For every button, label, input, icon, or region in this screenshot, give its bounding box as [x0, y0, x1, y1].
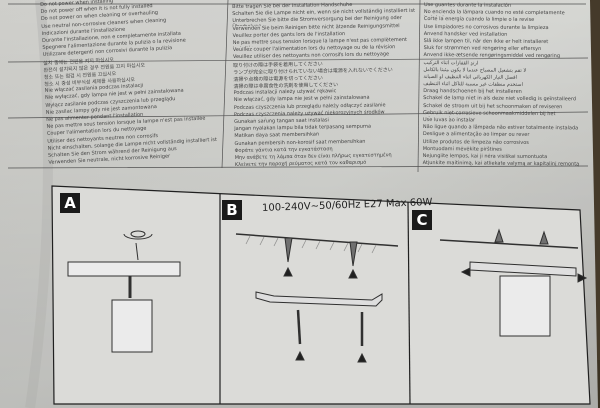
panel-b-drawing [235, 233, 399, 363]
text-table-grid [7, 0, 589, 173]
panel-c-drawing [439, 228, 588, 337]
panel-a-drawing [67, 230, 181, 353]
text-column-2: Bitte tragen Sie bei der Installation Ha… [232, 1, 419, 169]
panel-b-label: B [222, 200, 242, 220]
panel-c-label: C [412, 210, 432, 230]
instruction-line: Atjunkite maitinimą, kai atliekate valym… [422, 160, 580, 168]
panel-a-label: A [60, 193, 80, 213]
